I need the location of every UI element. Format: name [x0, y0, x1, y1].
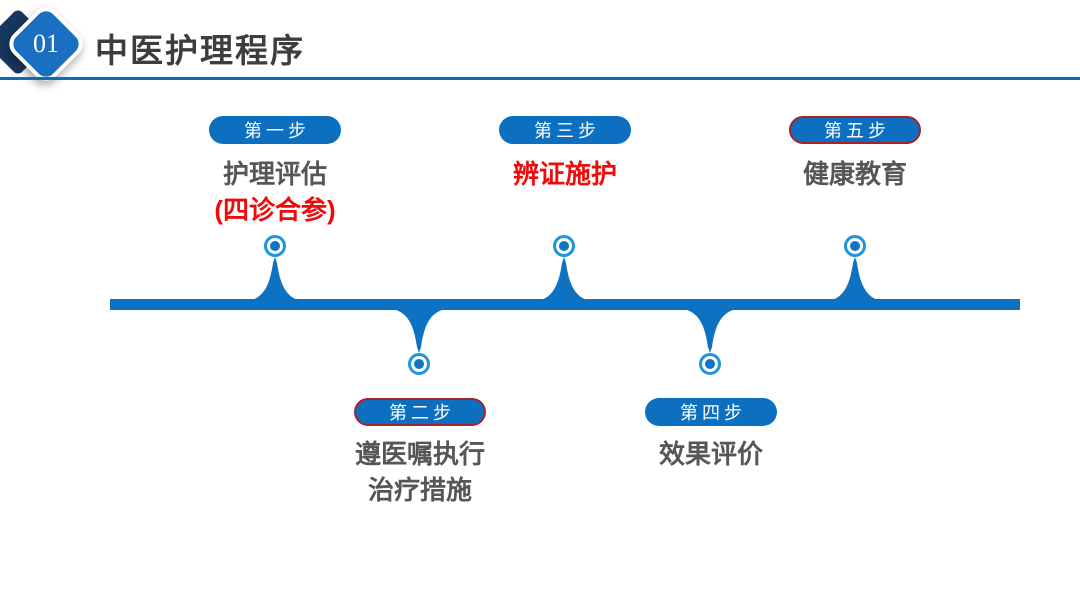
step-3: 第三步 辨证施护: [405, 116, 725, 192]
step-4-badge-label: 第四步: [680, 403, 746, 423]
timeline-marker-1: [264, 235, 286, 257]
step-1: 第一步 护理评估 (四诊合参): [115, 116, 435, 228]
step-1-subtitle: (四诊合参): [214, 195, 336, 225]
step-1-title: 护理评估: [222, 159, 327, 189]
step-5: 第五步 健康教育: [695, 116, 1015, 192]
timeline-bar: [110, 299, 1020, 310]
timeline-spike-down-4: [684, 309, 736, 353]
timeline-marker-5: [844, 235, 866, 257]
page-title: 中医护理程序: [95, 34, 305, 70]
step-1-badge-label: 第一步: [244, 121, 310, 141]
header-divider: [0, 77, 1080, 80]
step-2-subtitle: 治疗措施: [367, 475, 472, 505]
step-4-badge: 第四步: [645, 398, 777, 426]
timeline-spike-up-1: [249, 257, 301, 301]
timeline-marker-4: [699, 353, 721, 375]
step-5-title: 健康教育: [802, 159, 907, 189]
step-3-badge-label: 第三步: [534, 121, 600, 141]
step-2: 第二步 遵医嘱执行 治疗措施: [260, 398, 580, 508]
section-number: 01: [33, 29, 59, 58]
timeline-spike-down-2: [393, 309, 445, 353]
timeline-spike-up-3: [538, 257, 590, 301]
step-2-title: 遵医嘱执行: [354, 439, 485, 469]
step-4-title: 效果评价: [658, 439, 763, 469]
timeline-marker-2: [408, 353, 430, 375]
step-3-badge: 第三步: [499, 116, 631, 144]
step-3-title: 辨证施护: [512, 159, 617, 189]
step-5-badge: 第五步: [789, 116, 921, 144]
step-2-badge: 第二步: [354, 398, 486, 426]
step-1-badge: 第一步: [209, 116, 341, 144]
timeline-marker-3: [553, 235, 575, 257]
timeline-spike-up-5: [829, 257, 881, 301]
step-5-badge-label: 第五步: [824, 121, 890, 141]
step-2-badge-label: 第二步: [389, 403, 455, 423]
step-4: 第四步 效果评价: [551, 398, 871, 472]
